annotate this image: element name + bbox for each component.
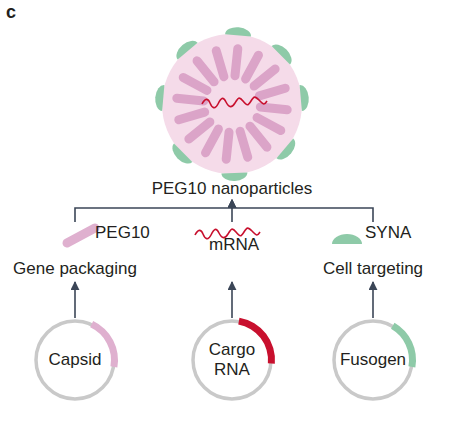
node-label: PEG10 — [95, 223, 155, 243]
node-label: Fusogen — [338, 318, 408, 402]
node-label: Cargo RNA — [197, 318, 267, 402]
flow-arrow — [74, 282, 76, 318]
function-label: Cell targeting — [310, 259, 436, 279]
fusogen-protein — [173, 37, 198, 60]
flow-arrow — [372, 282, 374, 318]
flow-arrow — [232, 200, 373, 222]
particle-shell — [162, 34, 302, 174]
mrna-strand — [202, 97, 267, 108]
flow-arrow — [75, 200, 232, 222]
capsid-subunit — [254, 83, 291, 102]
panel-letter: c — [6, 2, 16, 23]
capsid-protein: PEG10Gene packaging — [5, 222, 145, 282]
flow-arrow — [231, 282, 233, 318]
fusogen-protein — [277, 138, 300, 163]
node-label: PEG10 nanoparticles — [128, 179, 336, 199]
fusogen-protein-icon — [332, 234, 362, 244]
capsid-subunit — [173, 107, 210, 126]
fusogen-protein — [168, 144, 192, 168]
capsid-subunit — [172, 93, 209, 106]
fusogen-protein — [272, 40, 296, 64]
fusogen-protein: SYNA Cell targeting — [310, 222, 436, 282]
mrna-cargo: mRNA — [187, 222, 277, 282]
node-label: Capsid — [40, 318, 110, 402]
fusogen-protein — [300, 84, 310, 111]
fusogen-protein — [154, 84, 164, 111]
capsid-protein-icon — [67, 228, 95, 243]
plasmid-circle: Capsid — [33, 318, 117, 402]
capsid-subunit — [230, 44, 243, 81]
fusogen-protein — [225, 26, 252, 36]
plasmid-circle: Cargo RNA — [190, 318, 274, 402]
nanoparticle-outline — [158, 30, 306, 178]
capsid-subunit — [211, 45, 230, 82]
capsid-subunit — [221, 127, 234, 164]
flow-arrow — [231, 200, 233, 222]
node-label: SYNA — [365, 223, 425, 243]
nanoparticle: PEG10 nanoparticles — [158, 30, 306, 200]
node-label: mRNA — [204, 235, 264, 255]
function-label: Gene packaging — [5, 259, 145, 279]
capsid-subunit — [255, 102, 292, 115]
plasmid-circle: Fusogen — [331, 318, 415, 402]
capsid-subunit — [235, 126, 254, 163]
